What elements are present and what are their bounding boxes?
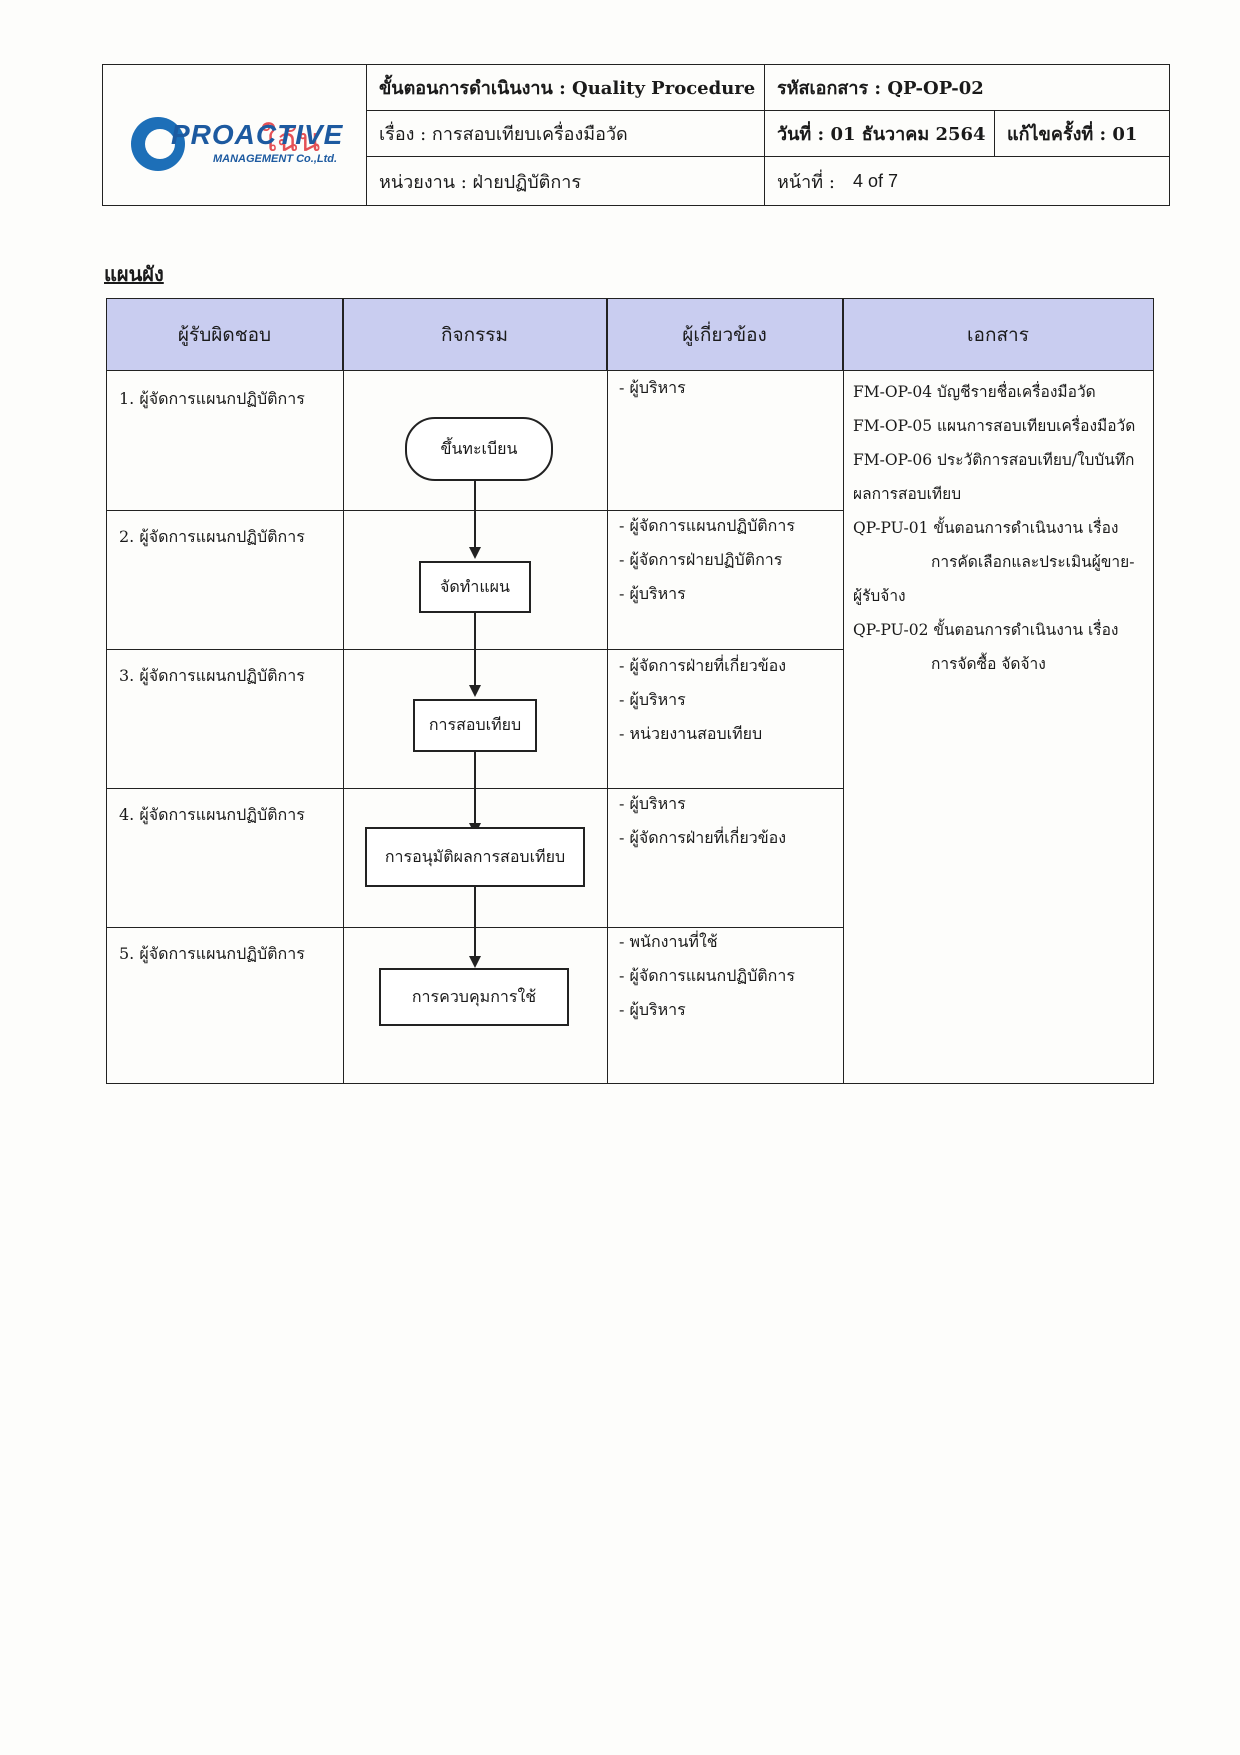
flow-connector (474, 481, 476, 549)
responsible-1: 1. ผู้จัดการแผนกปฏิบัติการ (119, 389, 305, 408)
document-item: FM-OP-05 แผนการสอบเทียบเครื่องมือวัด (853, 417, 1136, 435)
activity-node-control: การควบคุมการใช้ (379, 968, 569, 1026)
column-header-activity: กิจกรรม (343, 299, 607, 371)
document-header: ใฉัน PROACTIVE MANAGEMENT Co.,Ltd. ขั้นต… (102, 64, 1170, 206)
related-list-5: - พนักงานที่ใช้ - ผู้จัดการแผนกปฏิบัติกา… (619, 925, 795, 1027)
doc-code: รหัสเอกสาร : QP-OP-02 (777, 78, 984, 99)
section-title: แผนผัง (104, 262, 164, 286)
page-number: 4 of 7 (852, 170, 898, 191)
related-item: - ผู้บริหาร (619, 1000, 686, 1019)
flow-connector (474, 605, 476, 687)
column-header-documents: เอกสาร (843, 299, 1153, 371)
page-label: หน้าที่ : (777, 171, 835, 193)
related-item: - ผู้บริหาร (619, 690, 686, 709)
document-item: QP-PU-01 ขั้นตอนการดำเนินงาน เรื่อง (853, 519, 1119, 537)
document-item: QP-PU-02 ขั้นตอนการดำเนินงาน เรื่อง (853, 621, 1119, 639)
responsible-3: 3. ผู้จัดการแผนกปฏิบัติการ (119, 666, 305, 685)
related-item: - ผู้บริหาร (619, 794, 686, 813)
document-item: การคัดเลือกและประเมินผู้ขาย- (931, 553, 1135, 571)
activity-node-register: ขึ้นทะเบียน (405, 417, 553, 481)
related-item: - ผู้จัดการแผนกปฏิบัติการ (619, 966, 795, 985)
logo-wordmark: PROACTIVE (171, 119, 344, 150)
related-item: - หน่วยงานสอบเทียบ (619, 724, 763, 743)
responsible-4: 4. ผู้จัดการแผนกปฏิบัติการ (119, 805, 305, 824)
column-divider (843, 299, 844, 1083)
flowchart-table: ผู้รับผิดชอบ กิจกรรม ผู้เกี่ยวข้อง เอกสา… (106, 298, 1154, 1084)
logo-subtitle: MANAGEMENT Co.,Ltd. (213, 153, 338, 165)
revision-number: แก้ไขครั้งที่ : 01 (1007, 124, 1138, 145)
documents-list: FM-OP-04 บัญชีรายชื่อเครื่องมือวัด FM-OP… (853, 375, 1149, 681)
logo-cell: ใฉัน PROACTIVE MANAGEMENT Co.,Ltd. (103, 65, 367, 205)
related-item: - ผู้จัดการฝ่ายที่เกี่ยวข้อง (619, 828, 787, 847)
related-item: - ผู้จัดการฝ่ายที่เกี่ยวข้อง (619, 656, 787, 675)
responsible-2: 2. ผู้จัดการแผนกปฏิบัติการ (119, 527, 305, 546)
column-divider (607, 299, 608, 1083)
related-item: - ผู้จัดการฝ่ายปฏิบัติการ (619, 550, 783, 569)
related-item: - ผู้จัดการแผนกปฏิบัติการ (619, 516, 795, 535)
logo-thai-text: ใฉัน (261, 121, 321, 159)
column-header-responsible: ผู้รับผิดชอบ (107, 299, 343, 371)
activity-node-approve: การอนุมัติผลการสอบเทียบ (365, 827, 585, 887)
issue-date: วันที่ : 01 ธันวาคม 2564 (765, 111, 995, 156)
document-item: FM-OP-06 ประวัติการสอบเทียบ/ใบบันทึก (853, 451, 1135, 469)
column-divider (343, 299, 344, 1083)
arrow-down-icon (469, 685, 481, 697)
document-item: ผลการสอบเทียบ (853, 485, 962, 503)
header-row-3: หน่วยงาน : ฝ่ายปฏิบัติการ หน้าที่ : 4 of… (367, 157, 1169, 205)
document-item: ผู้รับจ้าง (853, 587, 906, 605)
header-row-1: ขั้นตอนการดำเนินงาน : Quality Procedure … (367, 65, 1169, 111)
arrow-down-icon (469, 956, 481, 968)
related-item: - พนักงานที่ใช้ (619, 932, 718, 951)
logo-emblem-icon (131, 117, 185, 171)
header-row-2: เรื่อง : การสอบเทียบเครื่องมือวัด วันที่… (367, 111, 1169, 157)
related-list-2: - ผู้จัดการแผนกปฏิบัติการ - ผู้จัดการฝ่า… (619, 509, 795, 611)
responsible-5: 5. ผู้จัดการแผนกปฏิบัติการ (119, 944, 305, 963)
department: หน่วยงาน : ฝ่ายปฏิบัติการ (367, 157, 765, 205)
arrow-down-icon (469, 547, 481, 559)
column-header-related: ผู้เกี่ยวข้อง (607, 299, 843, 371)
activity-node-plan: จัดทำแผน (419, 561, 531, 613)
flow-connector (474, 752, 476, 825)
page-info: หน้าที่ : 4 of 7 (765, 157, 1169, 205)
document-item: การจัดซื้อ จัดจ้าง (931, 655, 1046, 673)
related-item: - ผู้บริหาร (619, 378, 686, 397)
related-item: - ผู้บริหาร (619, 584, 686, 603)
flow-connector (474, 886, 476, 958)
document-item: FM-OP-04 บัญชีรายชื่อเครื่องมือวัด (853, 383, 1096, 401)
related-list-3: - ผู้จัดการฝ่ายที่เกี่ยวข้อง - ผู้บริหาร… (619, 649, 786, 751)
related-list-1: - ผู้บริหาร (619, 371, 686, 405)
activity-node-calibrate: การสอบเทียบ (413, 699, 537, 752)
company-logo: ใฉัน PROACTIVE MANAGEMENT Co.,Ltd. (131, 113, 351, 173)
procedure-label: ขั้นตอนการดำเนินงาน : Quality Procedure (367, 65, 765, 110)
related-list-4: - ผู้บริหาร - ผู้จัดการฝ่ายที่เกี่ยวข้อง (619, 787, 786, 855)
subject: เรื่อง : การสอบเทียบเครื่องมือวัด (367, 111, 765, 156)
